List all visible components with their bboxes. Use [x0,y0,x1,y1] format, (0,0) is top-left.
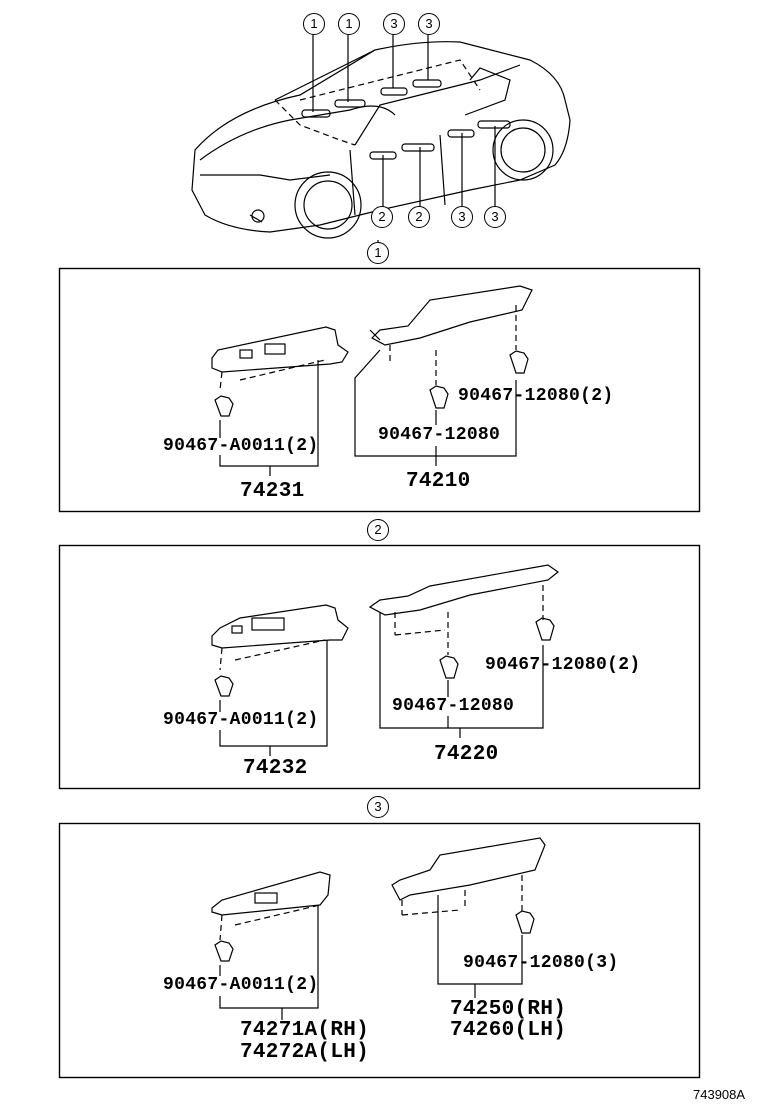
part-number-switch-clip: 90467-A0011(2) [163,710,319,730]
part-number-armrest-trim: 74210 [406,470,471,493]
section-2-linework [211,564,560,756]
car-illustration [191,33,571,244]
section-2-frame [58,544,701,790]
part-number-switch-clip: 90467-A0011(2) [163,975,319,995]
part-number-switch-base-lh: 74272A(LH) [240,1041,370,1064]
callout-bottom-4: 3 [484,206,506,228]
section-1-linework [211,285,533,476]
callout-bottom-3: 3 [451,206,473,228]
section-3-marker: 3 [367,796,389,818]
part-number-switch-base: 74231 [240,480,305,503]
part-number-armrest-trim-rh: 74250(RH) [450,998,567,1021]
part-number-trim-clip-multi: 90467-12080(2) [458,386,614,406]
section-1-marker: 1 [367,242,389,264]
part-number-switch-clip: 90467-A0011(2) [163,436,319,456]
part-number-switch-base-rh: 74271A(RH) [240,1019,370,1042]
section-3-frame [58,822,701,1079]
part-number-trim-clip: 90467-12080 [378,425,501,445]
part-number-armrest-trim-lh: 74260(LH) [450,1019,567,1042]
part-number-trim-clip: 90467-12080 [392,696,515,716]
callout-top-3: 3 [383,13,405,35]
diagram-id: 743908A [693,1087,746,1102]
callout-bottom-2: 2 [408,206,430,228]
callout-top-4: 3 [418,13,440,35]
section-3-linework [211,837,546,1020]
section-1-frame [58,267,701,513]
callout-top-2: 1 [338,13,360,35]
section-2-marker: 2 [367,519,389,541]
part-number-trim-clip-multi: 90467-12080(2) [485,655,641,675]
callout-top-1: 1 [303,13,325,35]
part-number-armrest-trim: 74220 [434,743,499,766]
part-number-switch-base: 74232 [243,757,308,780]
callout-bottom-1: 2 [371,206,393,228]
part-number-trim-clip-multi: 90467-12080(3) [463,953,619,973]
